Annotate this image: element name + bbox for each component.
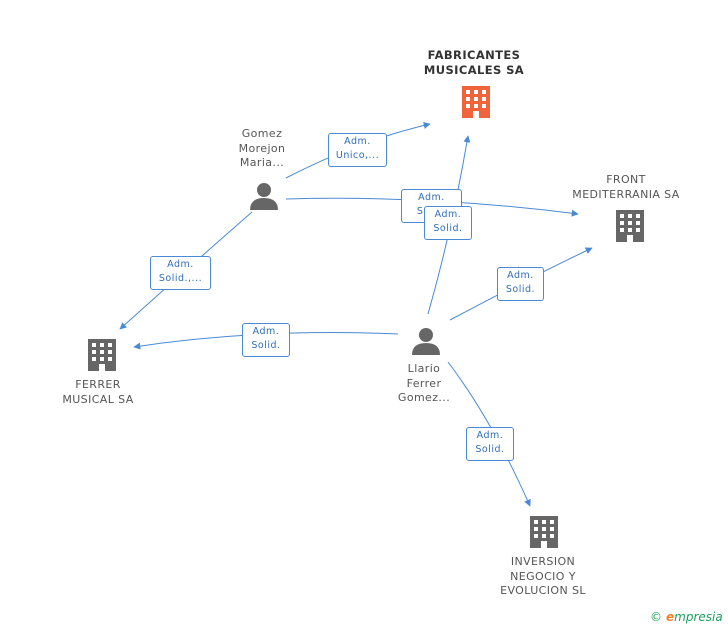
node-label-front[interactable]: FRONT MEDITERRANIA SA bbox=[572, 173, 680, 201]
building-icon bbox=[616, 210, 644, 242]
edge-label-llario-ferrer: Adm. Solid. bbox=[242, 323, 290, 357]
edge-label-llario-front: Adm. Solid. bbox=[497, 267, 544, 301]
brand-logo-text: mpresia bbox=[674, 610, 723, 624]
node-label-inversion[interactable]: INVERSION NEGOCIO Y EVOLUCION SL bbox=[500, 555, 586, 597]
brand-footer: © empresia bbox=[650, 610, 723, 624]
building-icon bbox=[530, 516, 558, 548]
node-label-fabricantes[interactable]: FABRICANTES MUSICALES SA bbox=[423, 48, 525, 77]
node-label-ferrer-musical[interactable]: FERRER MUSICAL SA bbox=[62, 378, 134, 406]
person-icon bbox=[412, 328, 440, 355]
node-label-gomez[interactable]: Gomez Morejon Maria... bbox=[238, 127, 286, 169]
building-icon bbox=[462, 86, 490, 118]
brand-logo-e: e bbox=[666, 610, 675, 624]
edge-label-llario-inversion: Adm. Solid. bbox=[466, 427, 514, 461]
copyright-symbol: © bbox=[650, 610, 662, 624]
node-label-llario[interactable]: Llario Ferrer Gomez... bbox=[397, 362, 451, 404]
edge-label-gomez-ferrer: Adm. Solid.,... bbox=[150, 256, 211, 290]
edge-label-llario-fabricantes: Adm. Solid. bbox=[424, 206, 472, 240]
person-icon bbox=[250, 183, 278, 210]
building-icon bbox=[88, 339, 116, 371]
edge-label-gomez-fabricantes: Adm. Unico,... bbox=[328, 133, 387, 167]
